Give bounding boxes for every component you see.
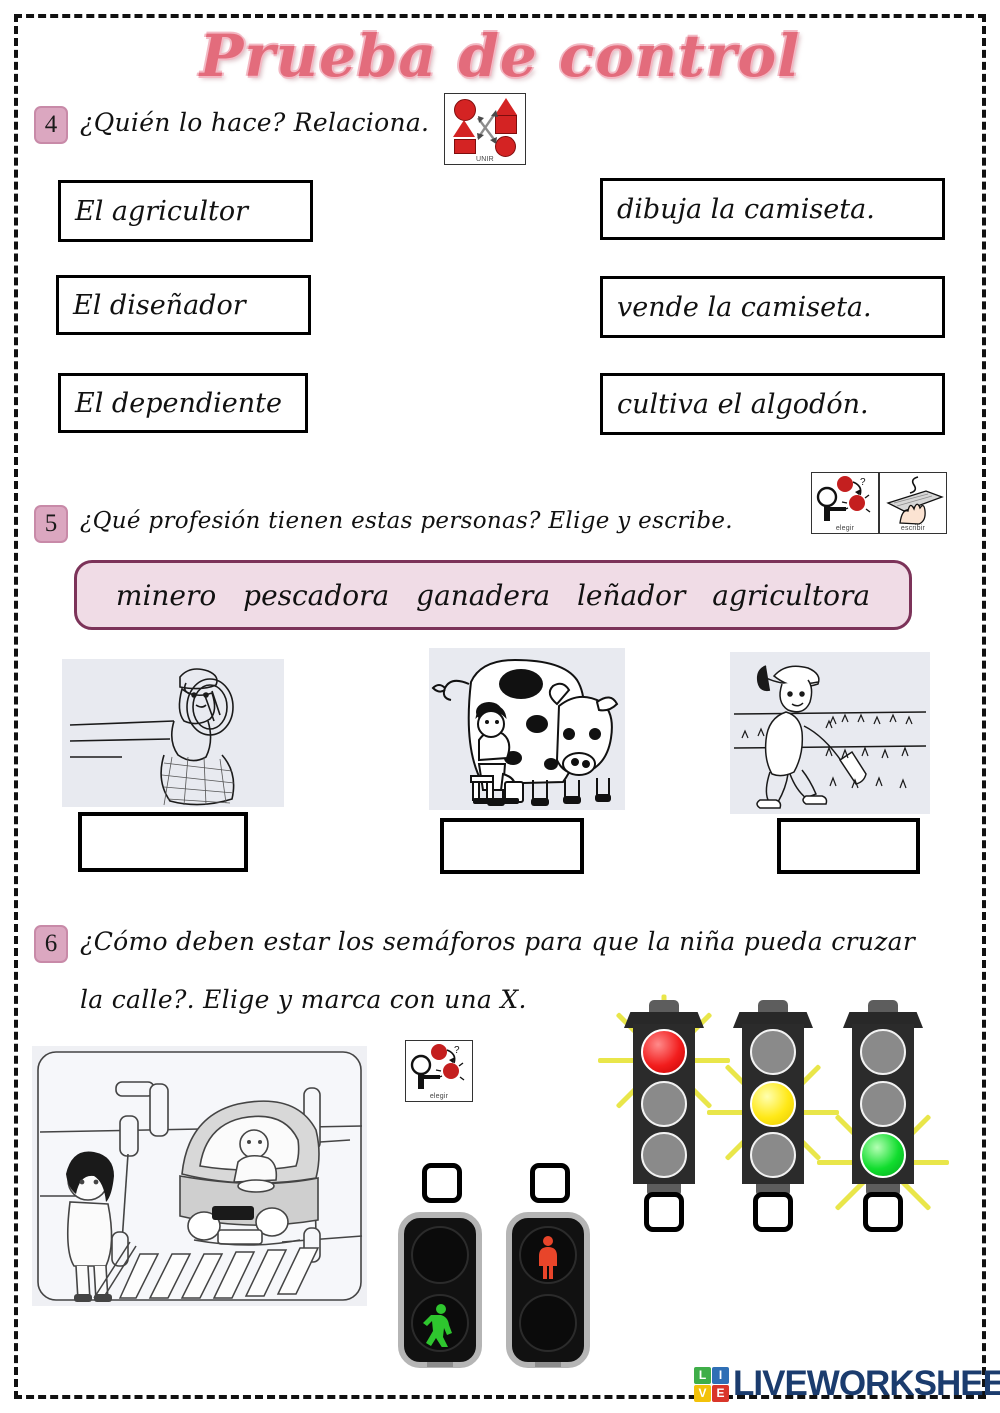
image-milking-cow [429,648,625,810]
unir-arrows-icon [477,110,498,144]
traffic-light-cap [649,1000,679,1014]
svg-text:?: ? [454,1045,460,1056]
exercise-5-prompt: ¿Qué profesión tienen estas personas? El… [80,508,733,534]
light-rays-yellow [707,1045,839,1179]
vehicle-traffic-light-yellow[interactable] [707,1000,839,1196]
pedestrian-light-red[interactable] [506,1212,596,1374]
elegir-figure-icon-ex6: ? [410,1044,465,1089]
unir-square-right [495,115,517,134]
checkbox-vehicle-green[interactable] [863,1192,903,1232]
answer-box-1[interactable] [440,818,584,874]
traffic-light-body [852,1024,914,1184]
elegir-caption-ex6: elegir [429,1093,449,1100]
traffic-light-cap [868,1000,898,1014]
exercise-4-number: 4 [34,106,68,144]
pedestrian-nub [535,1362,561,1367]
pedestrian-lamp-bottom-lit [411,1294,469,1352]
checkbox-vehicle-yellow[interactable] [753,1192,793,1232]
elegir-figure-icon: ? [816,476,871,521]
word-bank-item-1[interactable]: pescadora [243,578,390,612]
light-rays-green [817,1095,949,1229]
page-title: Prueba de control [199,22,801,90]
fisherwoman-lineart [69,668,235,806]
image-fisherwoman [62,659,284,807]
match-left-2[interactable]: El dependiente [58,373,308,433]
exercise-4-prompt: ¿Quién lo hace? Relaciona. [80,108,430,137]
checkbox-vehicle-red[interactable] [644,1192,684,1232]
walking-person-icon [423,1304,452,1347]
image-farmer [730,652,930,814]
lamp-yellow-off [641,1081,687,1127]
match-right-0[interactable]: dibuja la camiseta. [600,178,945,240]
exercise-5-number: 5 [34,505,68,543]
lamp-green-lit [860,1132,906,1178]
unir-pictogram: UNIR [444,93,526,165]
elegir-pictogram-ex6: ? elegir [405,1040,473,1102]
word-bank-item-4[interactable]: agricultora [712,578,871,612]
pedestrian-lamp-bottom-off [519,1294,577,1352]
match-right-2[interactable]: cultiva el algodón. [600,373,945,435]
vehicle-traffic-light-green[interactable] [817,1000,949,1229]
crosswalk-lineart [37,1051,363,1302]
traffic-light-cap [758,1000,788,1014]
light-rays-red [598,993,730,1127]
farmer-lineart [733,665,927,809]
escribir-caption: escribir [900,525,926,532]
crosswalk-scene [32,1046,367,1306]
lamp-red-off [860,1029,906,1075]
traffic-light-body [633,1024,695,1184]
unir-circle-right [495,136,516,157]
vehicle-traffic-light-red[interactable] [598,994,730,1196]
exercise-6-prompt-line2: la calle?. Elige y marca con una X. [80,985,527,1014]
pedestrian-lamp-top-lit [519,1226,577,1284]
checkbox-pedestrian-green[interactable] [422,1163,462,1203]
traffic-light-body [742,1024,804,1184]
cow-lineart [431,658,619,806]
exercise-6-number: 6 [34,925,68,963]
pedestrian-nub [427,1362,453,1367]
pedestrian-shell [398,1212,482,1368]
unir-triangle-right [495,98,517,115]
word-bank-item-0[interactable]: minero [115,578,217,612]
match-left-1[interactable]: El diseñador [56,275,311,335]
escribir-pictogram: escribir [879,472,947,534]
lamp-red-off [750,1029,796,1075]
unir-circle-left [454,99,476,121]
lamp-yellow-lit [750,1081,796,1127]
live-logo-grid: L I V E [694,1366,729,1402]
unir-square-left [454,139,476,154]
match-left-0[interactable]: El agricultor [58,180,313,242]
lamp-yellow-off [860,1081,906,1127]
answer-box-0[interactable] [78,812,248,872]
exercise-6-prompt-line1: ¿Cómo deben estar los semáforos para que… [80,927,916,956]
lamp-red-lit [641,1029,687,1075]
pedestrian-shell [506,1212,590,1368]
logo-letter-l: L [694,1366,711,1384]
escribir-keyboard-icon [886,476,944,525]
checkbox-pedestrian-red[interactable] [530,1163,570,1203]
logo-letter-v: V [694,1384,711,1402]
match-right-1[interactable]: vende la camiseta. [600,276,945,338]
logo-letter-i: I [712,1366,729,1384]
pedestrian-light-green[interactable] [398,1212,488,1374]
unir-triangle-left [453,120,475,137]
word-bank-item-3[interactable]: leñador [576,578,686,612]
answer-box-2[interactable] [777,818,920,874]
standing-person-icon [539,1236,557,1279]
liveworksheets-logo[interactable]: L I V E LIVEWORKSHEETS [694,1364,1000,1404]
elegir-caption-ex5: elegir [835,525,855,532]
lamp-green-off [750,1132,796,1178]
liveworksheets-wordmark: LIVEWORKSHEETS [733,1364,1000,1403]
elegir-pictogram-ex5: ? elegir [811,472,879,534]
svg-text:?: ? [860,477,866,488]
logo-letter-e: E [712,1384,729,1402]
word-bank-item-2[interactable]: ganadera [416,578,551,612]
lamp-green-off [641,1132,687,1178]
unir-caption: UNIR [476,156,494,163]
word-bank: minero pescadora ganadera leñador agricu… [74,560,912,630]
pedestrian-lamp-top-off [411,1226,469,1284]
